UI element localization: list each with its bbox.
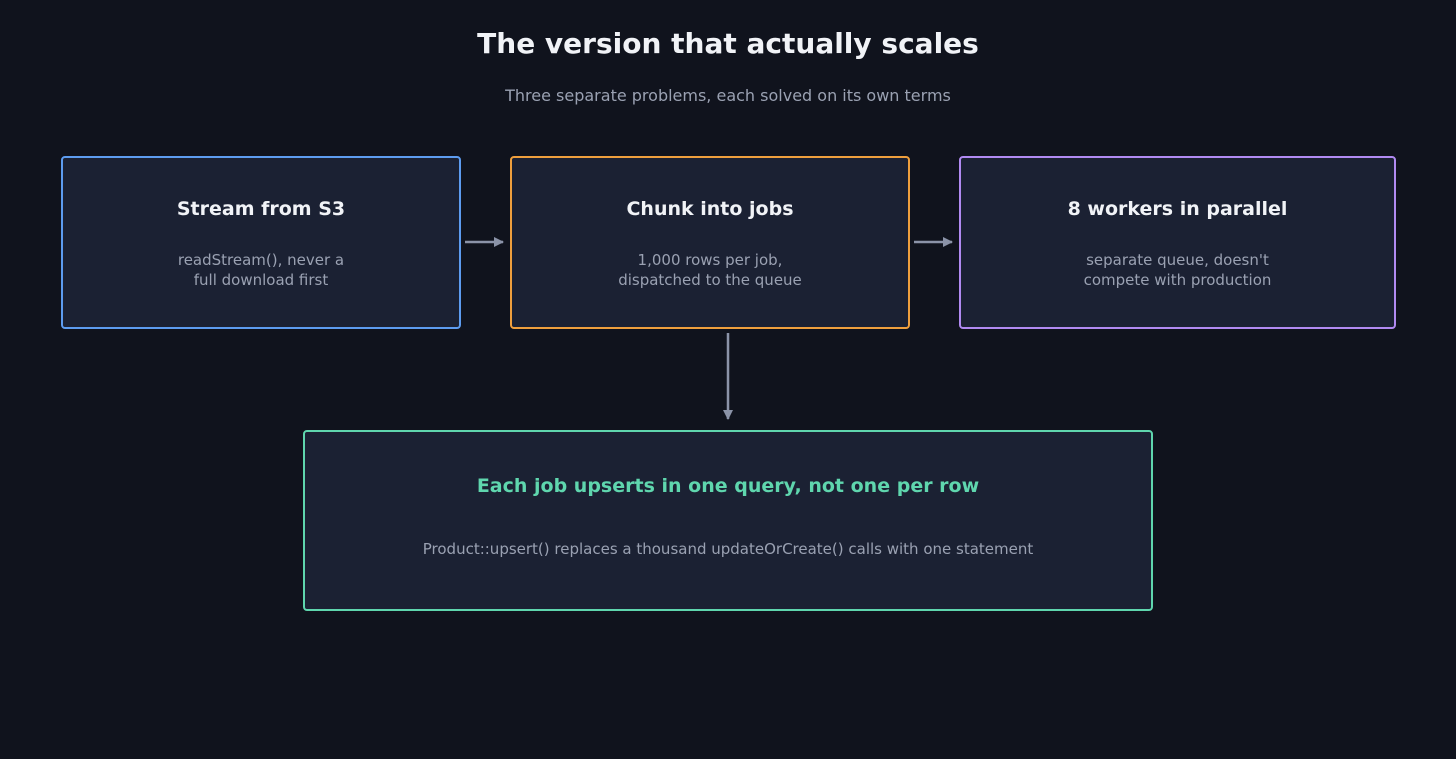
step-description: separate queue, doesn't compete with pro… xyxy=(1083,251,1272,289)
step-title: 8 workers in parallel xyxy=(1067,198,1288,220)
step-box-chunk-into-jobs: Chunk into jobs 1,000 rows per job, disp… xyxy=(510,156,910,329)
step-box-stream-from-s3: Stream from S3 readStream(), never a ful… xyxy=(61,156,461,329)
result-description: Product::upsert() replaces a thousand up… xyxy=(422,540,1034,558)
step-box-workers-in-parallel: 8 workers in parallel separate queue, do… xyxy=(959,156,1396,329)
step-title: Chunk into jobs xyxy=(626,198,794,220)
diagram-subtitle: Three separate problems, each solved on … xyxy=(505,86,951,105)
step-description: 1,000 rows per job, dispatched to the qu… xyxy=(618,251,802,289)
diagram-title: The version that actually scales xyxy=(477,27,979,60)
step-description: readStream(), never a full download firs… xyxy=(177,251,345,289)
result-box-upsert: Each job upserts in one query, not one p… xyxy=(303,430,1153,611)
step-title: Stream from S3 xyxy=(176,198,346,220)
result-title: Each job upserts in one query, not one p… xyxy=(476,475,980,497)
